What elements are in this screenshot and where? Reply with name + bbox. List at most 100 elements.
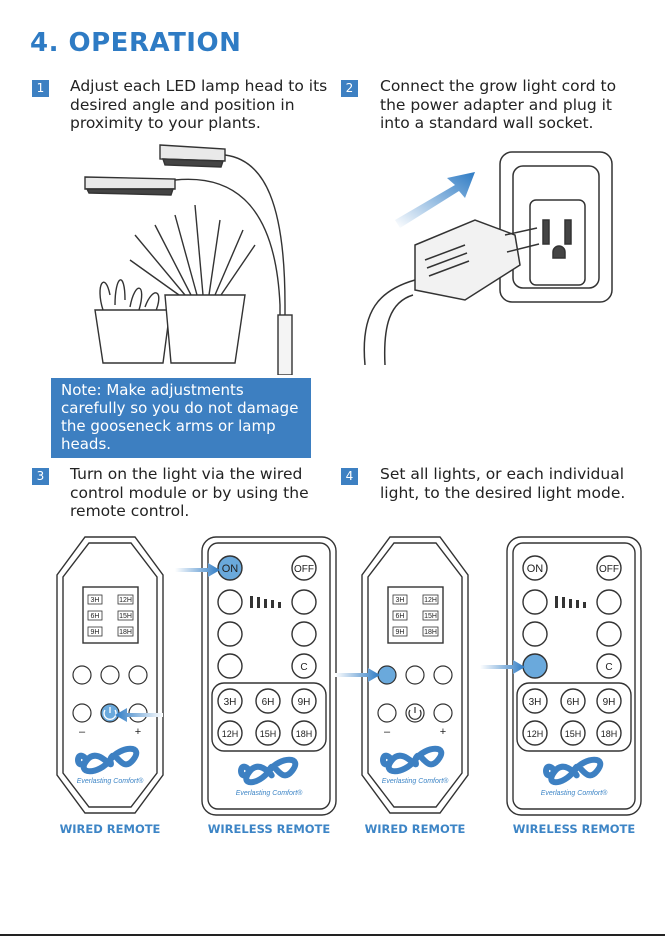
timer-18h-label: 18H — [601, 729, 618, 739]
brand-logo-icon — [238, 756, 299, 786]
wireless-remote-2: ON OFF C 3H 6H 9H 12H 15H 18H Everlastin… — [506, 536, 642, 816]
timer-15h: 15H — [424, 613, 437, 620]
note-box: Note: Make adjustments carefully so you … — [51, 378, 311, 458]
timer-9h-button[interactable] — [291, 688, 317, 714]
plus-label: + — [135, 726, 141, 738]
bright-light-button[interactable] — [522, 589, 548, 615]
power-icon — [103, 707, 117, 720]
grow-lamp-illustration — [84, 144, 293, 375]
timer-3h-button[interactable] — [522, 688, 548, 714]
arrow-icon — [395, 172, 475, 228]
select-button[interactable] — [100, 665, 120, 685]
page-title: 4. OPERATION — [30, 28, 242, 58]
off-label: OFF — [294, 564, 314, 575]
wired-remote-1: 3H 12H 6H 15H 9H 18H – + Everlasting Com… — [56, 536, 164, 814]
timer-18h-button[interactable] — [596, 720, 622, 746]
select-button[interactable] — [405, 665, 425, 685]
timer-12h-label: 12H — [527, 729, 544, 739]
step-3-text: Turn on the light via the wired control … — [70, 465, 309, 520]
caption-wired-remote-2: WIRED REMOTE — [364, 822, 466, 836]
step-3-number: 3 — [32, 468, 49, 485]
brand-name: Everlasting Comfort® — [236, 789, 303, 797]
timer-12h: 12H — [424, 597, 437, 604]
cycle-button[interactable] — [128, 665, 148, 685]
mode-button[interactable] — [72, 665, 92, 685]
plus-label: + — [440, 726, 446, 738]
power-icon — [408, 707, 422, 720]
brand-logo-icon — [75, 745, 140, 775]
off-button[interactable] — [291, 555, 317, 581]
timer-3h: 3H — [91, 597, 100, 604]
timer-3h-label: 3H — [224, 697, 237, 708]
arrow-to-on-icon — [175, 563, 220, 577]
step-2-text: Connect the grow light cord to the power… — [380, 77, 617, 132]
timer-12h-label: 12H — [222, 729, 239, 739]
c-label: C — [605, 662, 612, 673]
cycle-mode-button[interactable] — [217, 621, 243, 647]
bright-light-button[interactable] — [217, 589, 243, 615]
c-button[interactable] — [291, 653, 317, 679]
brightness-bars-icon — [555, 596, 586, 608]
brand-name: Everlasting Comfort® — [541, 789, 608, 797]
minus-label: – — [79, 726, 86, 738]
lamp-select-button[interactable] — [596, 621, 622, 647]
timer-12h-button[interactable] — [217, 720, 243, 746]
brand-logo-icon — [380, 745, 445, 775]
dim-button[interactable] — [72, 703, 92, 723]
timer-18h-button[interactable] — [291, 720, 317, 746]
step-2-number: 2 — [341, 80, 358, 97]
lamp-select-button[interactable] — [291, 621, 317, 647]
step-1-text: Adjust each LED lamp head to its desired… — [70, 77, 328, 132]
timer-15h-button[interactable] — [560, 720, 586, 746]
brightness-bars-icon — [250, 596, 281, 608]
arrow-to-power-icon — [115, 708, 163, 722]
timer-6h-button[interactable] — [560, 688, 586, 714]
timer-6h-button[interactable] — [255, 688, 281, 714]
timer-3h-button[interactable] — [217, 688, 243, 714]
color-mode-button[interactable] — [522, 653, 548, 679]
wireless-remote-1: ON OFF C 3H 6H 9H 12H 15H 18H Everlastin… — [201, 536, 337, 816]
timer-18h-label: 18H — [296, 729, 313, 739]
step-4-text: Set all lights, or each individual light… — [380, 465, 626, 502]
timer-6h-label: 6H — [262, 697, 275, 708]
on-button[interactable] — [522, 555, 548, 581]
timer-12h: 12H — [119, 597, 132, 604]
timer-6h-label: 6H — [567, 697, 580, 708]
timer-9h-label: 9H — [603, 697, 616, 708]
brand-name: Everlasting Comfort® — [77, 777, 144, 785]
timer-6h: 6H — [396, 613, 405, 620]
brand-name: Everlasting Comfort® — [382, 777, 449, 785]
off-label: OFF — [599, 564, 619, 575]
timer-9h-button[interactable] — [596, 688, 622, 714]
color-mode-button[interactable] — [217, 653, 243, 679]
mode-button[interactable] — [377, 665, 397, 685]
step-4-number: 4 — [341, 468, 358, 485]
bright-button[interactable] — [433, 703, 453, 723]
step-1-number: 1 — [32, 80, 49, 97]
timer-18h: 18H — [119, 629, 132, 636]
c-label: C — [300, 662, 307, 673]
timer-15h-label: 15H — [565, 729, 582, 739]
dim-button[interactable] — [377, 703, 397, 723]
cycle-button[interactable] — [433, 665, 453, 685]
dim-light-button[interactable] — [291, 589, 317, 615]
dim-light-button[interactable] — [596, 589, 622, 615]
timer-9h: 9H — [91, 629, 100, 636]
c-button[interactable] — [596, 653, 622, 679]
timer-15h: 15H — [119, 613, 132, 620]
timer-6h: 6H — [91, 613, 100, 620]
timer-3h-label: 3H — [529, 697, 542, 708]
caption-wired-remote-1: WIRED REMOTE — [59, 822, 161, 836]
minus-label: – — [384, 726, 391, 738]
wired-remote-2: 3H 12H 6H 15H 9H 18H – + Everlasting Com… — [361, 536, 469, 814]
cycle-mode-button[interactable] — [522, 621, 548, 647]
plug-socket-illustration — [363, 151, 613, 365]
arrow-to-mode-icon — [335, 668, 380, 682]
off-button[interactable] — [596, 555, 622, 581]
timer-15h-button[interactable] — [255, 720, 281, 746]
on-button[interactable] — [217, 555, 243, 581]
brand-logo-icon — [543, 756, 604, 786]
on-label: ON — [527, 563, 544, 575]
timer-12h-button[interactable] — [522, 720, 548, 746]
caption-wireless-remote-1: WIRELESS REMOTE — [207, 822, 331, 836]
